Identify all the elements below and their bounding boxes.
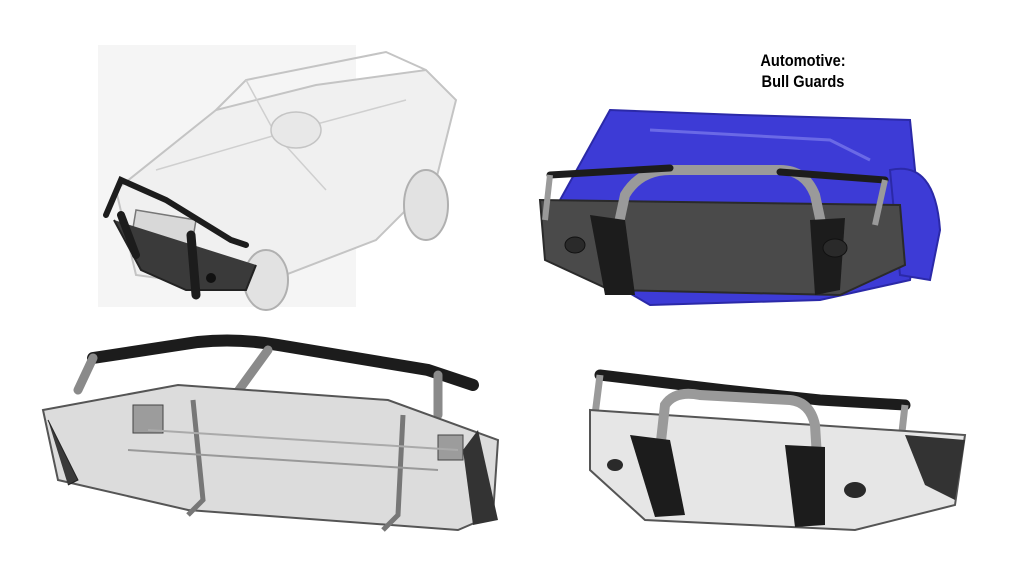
front-view-bull-guard-image (585, 355, 970, 545)
blue-body-bull-guard-image (530, 100, 950, 315)
page-title: Automotive: Bull Guards (739, 50, 868, 92)
suv-wireframe-image (96, 40, 486, 315)
title-line-1: Automotive: (760, 51, 846, 70)
rear-view-bull-guard-image (38, 330, 508, 545)
title-line-2: Bull Guards (761, 72, 845, 91)
